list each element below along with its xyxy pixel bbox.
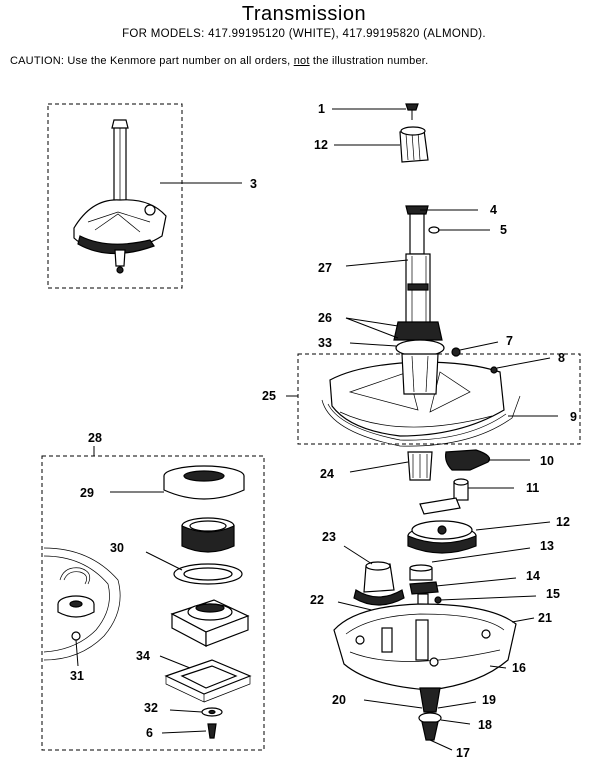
pinion-group: 24 10 11 (320, 449, 554, 515)
callout-25: 25 (262, 389, 276, 403)
callout-11: 11 (526, 481, 539, 495)
agitator-shaft-group: 4 5 27 26 33 (318, 203, 507, 357)
callout-22: 22 (310, 593, 324, 607)
caution-note: CAUTION: Use the Kenmore part number on … (10, 55, 600, 67)
part-17-stem (421, 721, 439, 741)
callout-4: 4 (490, 203, 497, 217)
part-14-washer (409, 581, 439, 595)
leader-18 (440, 719, 471, 725)
callout-21: 21 (538, 611, 552, 625)
part-26-seal (393, 321, 443, 341)
part-29-ring (163, 476, 245, 500)
part-6-screw (207, 723, 217, 739)
part-8-screw (490, 366, 498, 374)
leader-33 (349, 342, 397, 347)
leader-21 (511, 617, 535, 623)
leader-14 (435, 577, 517, 587)
part-3-dashed-box (47, 103, 183, 289)
part-31-washer (71, 631, 81, 641)
part-bearing (69, 600, 83, 608)
models-line: FOR MODELS: 417.99195120 (WHITE), 417.99… (122, 28, 486, 40)
callout-23: 23 (322, 530, 336, 544)
part-spring-clip (59, 567, 91, 585)
part-27-upper-shaft (409, 213, 425, 255)
callout-1: 1 (318, 102, 325, 116)
leader-27 (345, 259, 409, 267)
leader-31 (75, 639, 79, 667)
leader-15 (439, 595, 537, 601)
part-1-bolt (405, 103, 419, 111)
callout-19: 19 (482, 693, 496, 707)
callout-14: 14 (526, 569, 540, 583)
lower-gear-group: 23 13 14 15 22 (310, 530, 560, 613)
part-28-kit-group: 28 29 30 31 (41, 431, 265, 751)
callout-13: 13 (540, 539, 554, 553)
leader-12-bottom (475, 521, 551, 531)
callout-8: 8 (558, 351, 565, 365)
callout-26: 26 (318, 311, 332, 325)
callout-6: 6 (146, 726, 153, 740)
part-4-clip (405, 205, 429, 215)
part-23-gear (353, 589, 405, 606)
callout-7: 7 (506, 334, 513, 348)
callout-17: 17 (456, 746, 470, 760)
callout-12-top: 12 (314, 138, 328, 152)
callout-28: 28 (88, 431, 102, 445)
callout-33: 33 (318, 336, 332, 350)
callout-29: 29 (80, 486, 94, 500)
leader-8 (496, 357, 551, 369)
part-25-dashed-box (297, 353, 581, 445)
top-fastener-group: 1 12 (314, 102, 429, 163)
leader-32 (169, 709, 203, 713)
part-9-gasket (321, 395, 521, 447)
part-25-cover (329, 361, 505, 437)
callout-27: 27 (318, 261, 332, 275)
leader-6 (161, 730, 207, 734)
part-3-assembly-group: 3 (47, 103, 257, 289)
callout-10: 10 (540, 454, 554, 468)
leader-19 (437, 701, 477, 709)
callout-5: 5 (500, 223, 507, 237)
callout-15: 15 (546, 587, 560, 601)
callout-12-bottom: 12 (556, 515, 570, 529)
part-12-main-gear (407, 535, 477, 554)
leader-17 (429, 739, 453, 751)
leader-23 (343, 545, 373, 565)
diagram-title: Transmission (241, 3, 367, 25)
callout-31: 31 (70, 669, 84, 683)
callout-32: 32 (144, 701, 158, 715)
leader-20 (363, 699, 423, 709)
caution-emphasis: not (293, 55, 310, 67)
leader-7 (459, 341, 499, 351)
part-10-cam (445, 449, 491, 471)
leader-34 (159, 655, 191, 669)
callout-34: 34 (136, 649, 150, 663)
callout-30: 30 (110, 541, 124, 555)
part-5-pin (428, 226, 440, 234)
callout-18: 18 (478, 718, 492, 732)
callout-24: 24 (320, 467, 334, 481)
gear-12-group: 12 (407, 515, 570, 554)
leader-24 (349, 461, 409, 473)
gear-case-group: 21 16 20 19 18 17 (332, 603, 552, 760)
caution-suffix: the illustration number. (309, 55, 429, 67)
callout-9: 9 (570, 410, 577, 424)
part-7-bolt (451, 347, 461, 357)
leader-30 (145, 551, 183, 571)
part-25-cover-group: 9 7 8 25 (262, 334, 581, 447)
callout-3: 3 (250, 177, 257, 191)
callout-20: 20 (332, 693, 346, 707)
leader-13 (431, 547, 531, 563)
part-28-dashed-box (41, 455, 265, 751)
caution-prefix: CAUTION: Use the Kenmore part number on … (10, 55, 294, 67)
leader-16 (489, 665, 507, 669)
callout-16: 16 (512, 661, 526, 675)
